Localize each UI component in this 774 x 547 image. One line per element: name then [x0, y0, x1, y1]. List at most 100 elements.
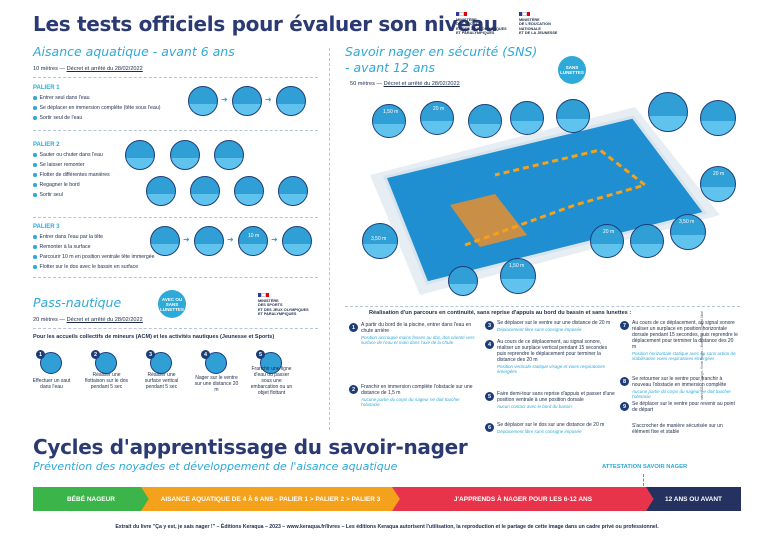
pass-step-text: Franchir une ligne d'eau ou passer sous …: [250, 366, 293, 396]
item-text: Sauter ou chuter dans l'eau: [39, 152, 103, 158]
sns-title-line2: - avant 12 ans: [345, 60, 435, 75]
item-text: Sortir seul: [39, 192, 63, 198]
footer-text: Extrait du livre "Ça y est, je sais nage…: [115, 524, 659, 530]
pass-legal: 20 mètres — Décret et arrêté du 28/02/20…: [33, 317, 143, 323]
item-text: Entrer dans l'eau par la tête: [39, 234, 104, 240]
divider: [33, 277, 318, 278]
item-text: Remonter à la surface: [39, 244, 91, 250]
divider: [33, 217, 318, 218]
swimmer-illustration-icon: [214, 140, 244, 170]
cycle-bar-aisance: AISANCE AQUATIQUE DE 4 À 6 ANS - PALIER …: [141, 487, 400, 511]
pass-step-text: Réaliser une flottaison sur le dos penda…: [84, 372, 129, 390]
step-number: 1: [349, 323, 358, 332]
sns-step: Se déplacer sur le ventre pour revenir a…: [632, 401, 738, 413]
palier-1-label: PALIER 1: [33, 85, 60, 91]
cycle-bar-12ans: 12 ANS OU AVANT: [646, 487, 741, 511]
step-number: 2: [349, 385, 358, 394]
sns-closing: S'accrocher de manière sécurisée sur un …: [632, 423, 723, 435]
step-text: Faire demi-tour sans reprise d'appuis et…: [497, 391, 615, 403]
gov-line: MINISTÈRE: [519, 18, 540, 22]
bullet-icon: [33, 255, 37, 259]
cycle-bar-bebe: BÉBÉ NAGEUR: [33, 487, 149, 511]
item-text: Flotter sur le dos avec le bassin en sur…: [39, 264, 139, 270]
badge-sans-lunettes: SANS LUNETTES: [558, 56, 586, 84]
step-text: Au cours de ce déplacement, au signal so…: [632, 320, 738, 350]
sns-intro: Réalisation d'un parcours en continuité,…: [369, 310, 632, 316]
list-item: Regagner le bord: [33, 180, 110, 190]
legal-decree: Décret et arrêté du 28/02/2022: [66, 66, 143, 72]
gov-logo-pass: MINISTÈRE DES SPORTS ET DES JEUX OLYMPIQ…: [258, 293, 328, 317]
item-text: Se laisser remonter: [39, 162, 85, 168]
pool-step-illustration-icon: 1,50 m: [500, 258, 536, 294]
pass-step-text: Effectuer un saut dans l'eau: [32, 378, 71, 390]
pool-step-illustration-icon: [556, 99, 590, 133]
legal-distance: 10 mètres: [33, 66, 58, 72]
step-text: Au cours de ce déplacement, au signal so…: [497, 339, 608, 363]
bullet-icon: [33, 183, 37, 187]
attestation-label: ATTESTATION SAVOIR NAGER: [602, 464, 688, 470]
cycle-bar-apprendre: J'APPRENDS À NAGER POUR LES 6-12 ANS: [392, 487, 654, 511]
pass-step-text: Réaliser une surface vertical pendant 5 …: [144, 372, 179, 390]
pass-step-illustration-icon: [95, 352, 117, 374]
palier-2-label: PALIER 2: [33, 142, 60, 148]
palier-1-list: Entrer seul dans l'eau Se déplacer en im…: [33, 93, 160, 123]
bullet-icon: [33, 245, 37, 249]
swimmer-illustration-icon: [278, 176, 308, 206]
bullet-icon: [33, 193, 37, 197]
step-number: 7: [620, 321, 629, 330]
aisance-legal: 10 mètres — Décret et arrêté du 28/02/20…: [33, 66, 143, 72]
pool-step-illustration-icon: 20 m: [590, 224, 624, 258]
gov-line: MINISTÈRE: [258, 299, 279, 303]
step-note: Aucune partie du corps du nageur ne doit…: [632, 389, 731, 400]
swimmer-illustration-icon: [276, 86, 306, 116]
pool-step-illustration-icon: [468, 104, 502, 138]
step-number: 3: [146, 350, 155, 359]
distance-label: 20 m: [713, 171, 725, 177]
step-text: Se retourner sur le ventre pour franchir…: [632, 376, 727, 388]
swimmer-illustration-icon: [234, 176, 264, 206]
sns-step: A partir du bord de la piscine, entrer d…: [361, 322, 479, 345]
gov-line: DE L'ÉDUCATION: [519, 22, 551, 27]
pool-route: [464, 148, 649, 247]
step-number: 3: [485, 321, 494, 330]
pool-step-illustration-icon: [448, 266, 478, 296]
pass-step-illustration-icon: [205, 352, 227, 374]
list-item: Entrer seul dans l'eau: [33, 93, 160, 103]
badge-lunettes: AVEC OU SANS LUNETTES: [158, 290, 186, 318]
step-note: Déplacement libre sans consigne imposée: [497, 327, 582, 332]
distance-label: 1,50 m: [383, 109, 399, 115]
swimmer-illustration-icon: [232, 86, 262, 116]
step-number: 4: [485, 340, 494, 349]
step-text: Se déplacer sur le ventre sur une distan…: [497, 320, 611, 326]
gov-line: ET PARALYMPIQUES: [456, 31, 495, 36]
distance-label: 10 m: [248, 233, 260, 239]
list-item: Remonter à la surface: [33, 242, 155, 252]
pool-step-illustration-icon: [630, 224, 664, 258]
bullet-icon: [33, 116, 37, 120]
pool-step-illustration-icon: 3,50 m: [362, 223, 398, 259]
sns-step: Faire demi-tour sans reprise d'appuis et…: [497, 391, 615, 409]
bullet-icon: [33, 235, 37, 239]
pool-step-illustration-icon: [700, 100, 736, 136]
legal-distance: 20 mètres: [33, 317, 58, 323]
sns-title-line1: Savoir nager en sécurité (SNS): [345, 44, 538, 59]
bullet-icon: [33, 265, 37, 269]
cycles-subtitle: Prévention des noyades et développement …: [33, 460, 398, 473]
design-credit: mars 2022 – Design : Kevin Pagès – Illus…: [700, 311, 704, 400]
pool-step-illustration-icon: 1,50 m: [372, 104, 406, 138]
swimmer-illustration-icon: [146, 176, 176, 206]
swimmer-illustration-icon: [194, 226, 224, 256]
divider: [33, 328, 318, 329]
step-number: 6: [485, 423, 494, 432]
gov-logo-sports: MINISTÈRE DES SPORTS ET DES JEUX OLYMPIQ…: [456, 12, 516, 36]
arrow-right-icon: ➜: [227, 235, 234, 244]
swimmer-illustration-icon: [282, 226, 312, 256]
item-text: Regagner le bord: [39, 182, 80, 188]
cycles-title: Cycles d'apprentissage du savoir-nager: [33, 435, 468, 459]
swimmer-illustration-icon: [188, 86, 218, 116]
sns-legal: 50 mètres — Décret et arrêté du 28/02/20…: [350, 81, 460, 87]
bullet-icon: [33, 96, 37, 100]
item-text: Se déplacer en immersion complète (tête …: [39, 105, 161, 111]
divider: [33, 77, 318, 78]
gov-line: ET DE LA JEUNESSE: [519, 31, 558, 36]
